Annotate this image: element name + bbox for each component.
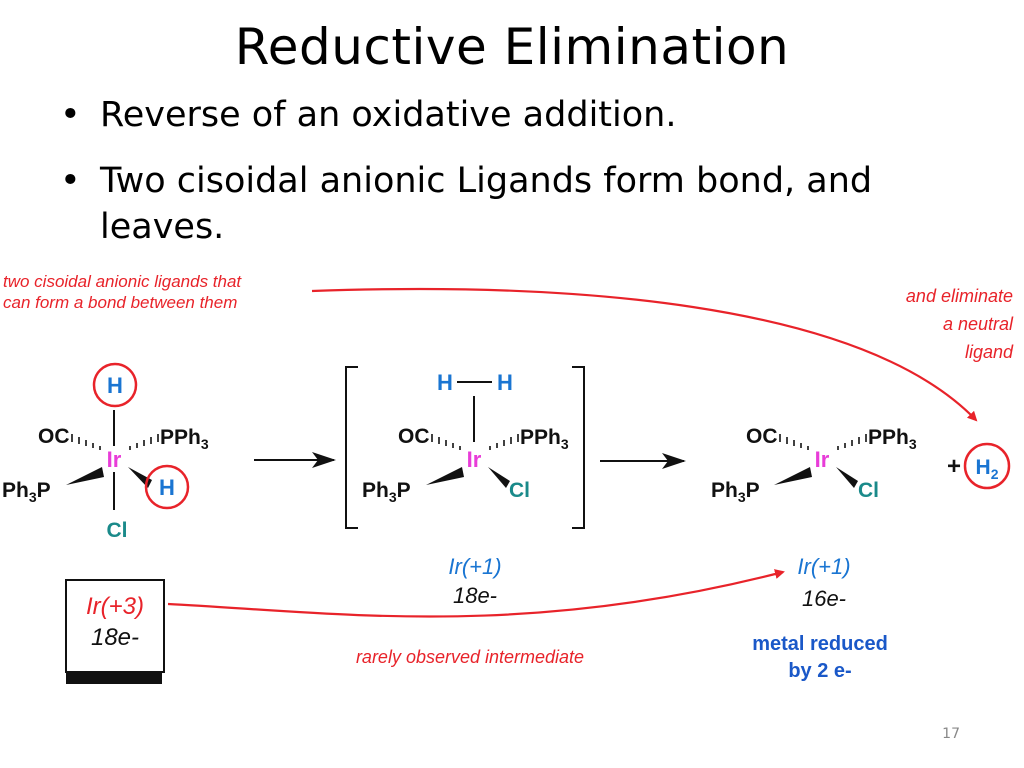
annotation-top-right: and eliminate a neutral ligand xyxy=(906,286,1014,362)
annotation-line: and eliminate xyxy=(906,286,1013,306)
bullet-item: • Two cisoidal anionic Ligands form bond,… xyxy=(58,158,988,250)
reactant-complex: H Ir OC PPh3 Ph3P H Cl xyxy=(2,362,209,542)
wedge-bond xyxy=(426,467,464,485)
metal-label: Ir xyxy=(815,447,830,472)
phosphine-label: Ph3P xyxy=(711,479,760,505)
wedge-bond xyxy=(66,467,104,485)
intermediate-state: Ir(+1) 18e- xyxy=(448,554,501,608)
electron-count: 16e- xyxy=(802,586,846,611)
hashed-wedge xyxy=(779,434,867,450)
annotation-intermediate: rarely observed intermediate xyxy=(356,647,584,667)
annotation-line: ligand xyxy=(965,342,1014,362)
metal-label: Ir xyxy=(467,447,482,472)
hashed-wedge xyxy=(431,434,519,450)
note-line: metal reduced xyxy=(752,633,888,655)
annotation-top-left: two cisoidal anionic ligands that can fo… xyxy=(3,272,242,312)
annotation-line: two cisoidal anionic ligands that xyxy=(3,272,242,291)
bullet-dot: • xyxy=(60,95,81,135)
box-frame xyxy=(65,579,165,673)
left-bracket xyxy=(345,366,358,529)
hydride-label: H xyxy=(159,475,175,500)
note-line: by 2 e- xyxy=(788,660,851,682)
oxidation-state: Ir(+1) xyxy=(797,554,850,579)
product-complex: Ir OC PPh3 Ph3P Cl xyxy=(711,425,917,505)
chloride-label: Cl xyxy=(509,479,530,502)
carbonyl-label: OC xyxy=(38,425,70,448)
highlight-circle xyxy=(144,464,190,510)
right-bracket xyxy=(572,366,585,529)
hydride-label: H xyxy=(437,370,453,395)
carbonyl-label: OC xyxy=(746,425,778,448)
highlight-circle xyxy=(92,362,138,408)
highlight-circle xyxy=(963,442,1011,490)
annotation-line: can form a bond between them xyxy=(3,293,237,312)
page-number: 17 xyxy=(942,726,960,742)
phosphine-label: PPh3 xyxy=(520,426,569,452)
bullet-item: • Reverse of an oxidative addition. xyxy=(58,92,988,138)
chloride-label: Cl xyxy=(858,479,879,502)
dihydrogen-label: H2 xyxy=(976,456,999,482)
wedge-bond xyxy=(774,467,812,485)
plus-sign: + xyxy=(947,453,961,480)
metal-label: Ir xyxy=(107,447,122,472)
reactant-state-box: Ir(+3) 18e- xyxy=(65,579,165,684)
oxidation-state: Ir(+1) xyxy=(448,554,501,579)
wedge-bond xyxy=(836,467,858,488)
phosphine-label: PPh3 xyxy=(868,426,917,452)
arrow-eliminate-curve xyxy=(311,287,978,422)
phosphine-label: PPh3 xyxy=(160,426,209,452)
product-state: Ir(+1) 16e- xyxy=(797,554,850,611)
intermediate-complex: H H Ir OC PPh3 Ph3P Cl xyxy=(345,366,585,529)
electron-count: 18e- xyxy=(91,624,139,651)
bullet-list: • Reverse of an oxidative addition. • Two … xyxy=(58,92,988,270)
phosphine-label: Ph3P xyxy=(362,479,411,505)
annotation-line: a neutral xyxy=(943,314,1014,334)
hydride-label: H xyxy=(497,370,513,395)
bullet-text: Two cisoidal anionic Ligands form bond, … xyxy=(100,161,873,247)
chloride-label: Cl xyxy=(107,519,128,542)
electron-count: 18e- xyxy=(453,583,497,608)
wedge-bond xyxy=(488,467,510,488)
arrow-reduction-curve xyxy=(167,569,785,618)
phosphine-label: Ph3P xyxy=(2,479,51,505)
reduction-note: metal reduced by 2 e- xyxy=(752,633,888,682)
carbonyl-label: OC xyxy=(398,425,430,448)
bullet-dot: • xyxy=(60,161,81,201)
slide-title: Reductive Elimination xyxy=(234,18,790,76)
oxidation-state: Ir(+3) xyxy=(86,593,144,620)
bullet-text: Reverse of an oxidative addition. xyxy=(100,95,677,135)
hydride-label: H xyxy=(107,373,123,398)
hashed-wedge xyxy=(71,434,159,450)
